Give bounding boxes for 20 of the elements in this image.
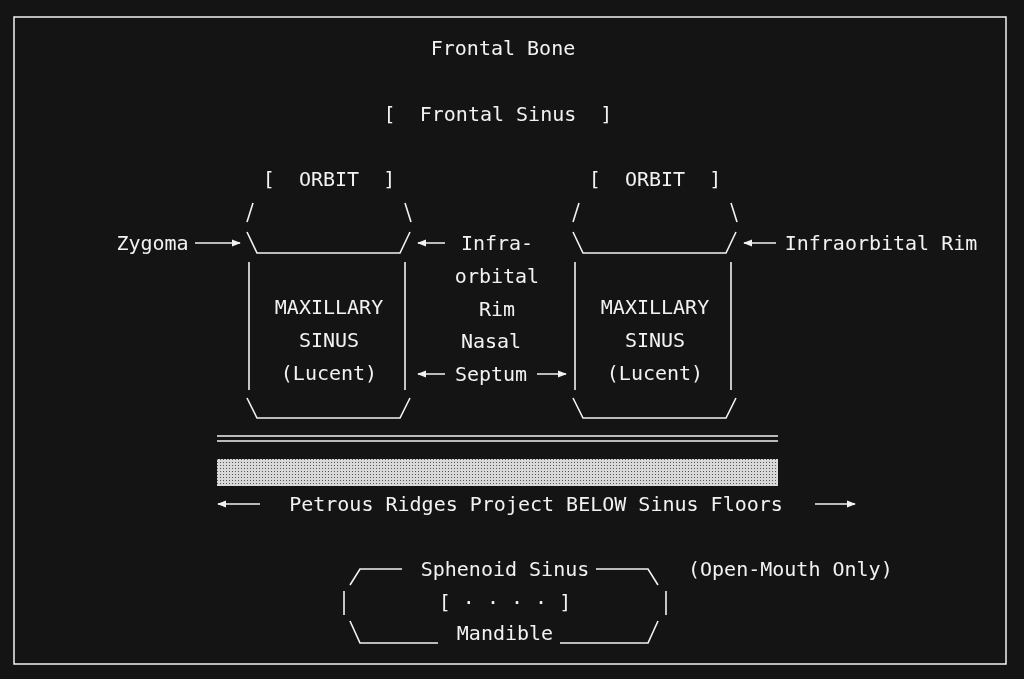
arrow (536, 370, 567, 378)
arrow (417, 370, 446, 378)
anatomy-label: Infraorbital Rim (783, 230, 979, 257)
bone-label: Frontal Bone (430, 35, 576, 62)
sinus-label: [ Frontal Sinus ] (383, 101, 613, 128)
anatomy-label: Zygoma (115, 230, 190, 257)
sinus-label: Sphenoid Sinus (419, 556, 591, 583)
arrow (417, 239, 446, 247)
orbit-label: [ ORBIT ] (261, 166, 397, 193)
sinus-name: MAXILLARY SINUS (Lucent) (599, 294, 711, 387)
view-note: (Open-Mouth Only) (688, 556, 893, 583)
anatomy-label: Nasal Septum (453, 328, 529, 388)
sinus-name: MAXILLARY SINUS (Lucent) (273, 294, 385, 387)
arrow (194, 239, 241, 247)
arrow (743, 239, 777, 247)
anatomy-label: Infra- orbital Rim (453, 230, 541, 323)
bone-label: Mandible (455, 620, 555, 647)
bracket-dots: [ · · · · ] (437, 589, 573, 616)
orbit-label: [ ORBIT ] (587, 166, 723, 193)
projection-note: Petrous Ridges Project BELOW Sinus Floors (289, 491, 783, 518)
